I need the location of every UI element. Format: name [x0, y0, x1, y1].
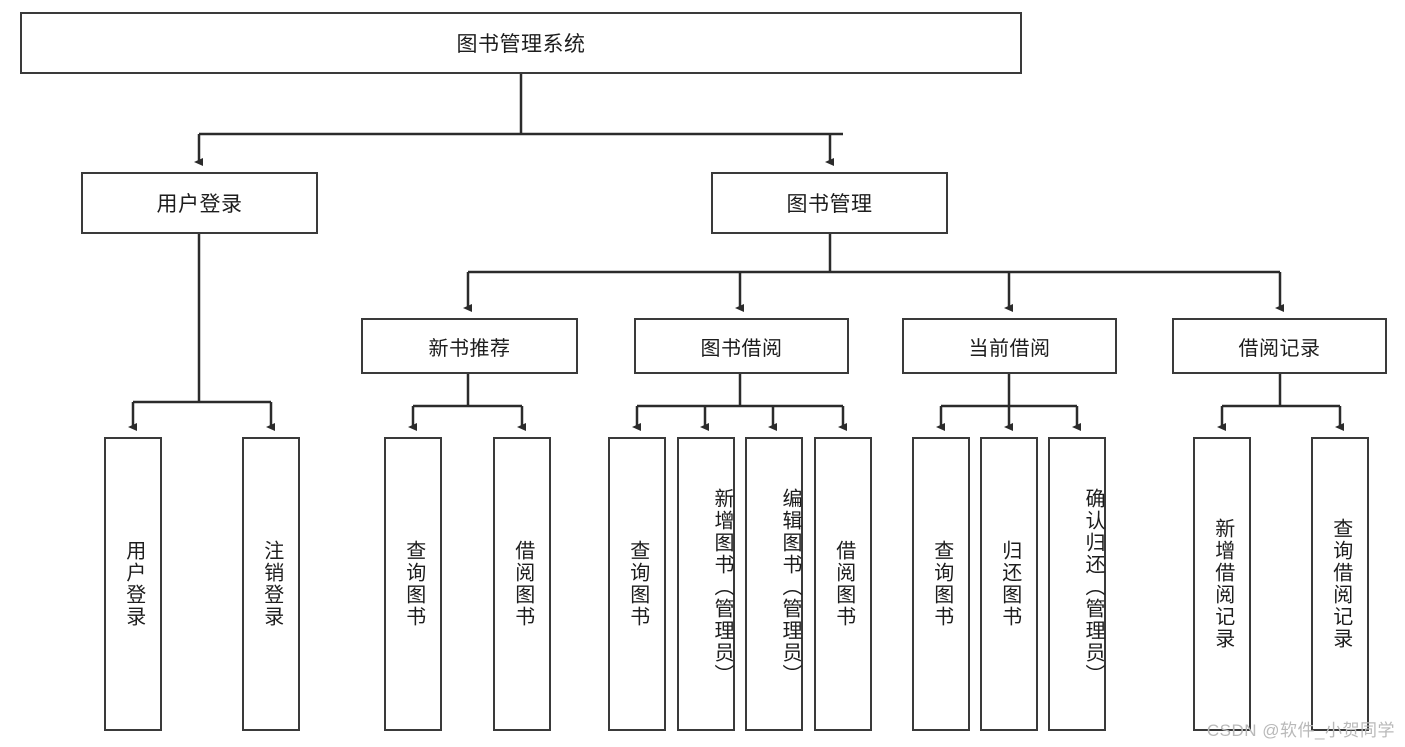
- node-borrow-record-label: 借阅记录: [1238, 337, 1321, 360]
- leaf-add-book-label: 新增图书（管理员）: [711, 488, 733, 686]
- leaf-confirm-return-label: 确认归还（管理员）: [1082, 488, 1104, 686]
- leaf-borrow-book-2[interactable]: 借阅图书: [814, 437, 872, 731]
- leaf-query-book-3[interactable]: 查询图书: [912, 437, 970, 731]
- leaf-logout-login-label: 注销登录: [260, 540, 283, 628]
- node-current-borrow-label: 当前借阅: [968, 337, 1051, 360]
- watermark-text: CSDN @软件_小贺同学: [1206, 721, 1395, 740]
- leaf-add-book[interactable]: 新增图书（管理员）: [677, 437, 735, 731]
- node-new-book-recommend[interactable]: 新书推荐: [361, 318, 578, 374]
- leaf-edit-book[interactable]: 编辑图书（管理员）: [745, 437, 803, 731]
- leaf-edit-book-label: 编辑图书（管理员）: [779, 488, 801, 686]
- leaf-return-book-label: 归还图书: [998, 540, 1021, 628]
- leaf-add-record-label: 新增借阅记录: [1211, 518, 1234, 650]
- leaf-query-book-2[interactable]: 查询图书: [608, 437, 666, 731]
- node-current-borrow[interactable]: 当前借阅: [902, 318, 1117, 374]
- node-book-manage-label: 图书管理: [786, 193, 873, 216]
- node-book-manage[interactable]: 图书管理: [711, 172, 948, 234]
- leaf-add-record[interactable]: 新增借阅记录: [1193, 437, 1251, 731]
- leaf-logout-login[interactable]: 注销登录: [242, 437, 300, 731]
- leaf-return-book[interactable]: 归还图书: [980, 437, 1038, 731]
- leaf-query-book-1[interactable]: 查询图书: [384, 437, 442, 731]
- node-borrow-record[interactable]: 借阅记录: [1172, 318, 1387, 374]
- node-user-login[interactable]: 用户登录: [81, 172, 318, 234]
- leaf-query-record-label: 查询借阅记录: [1329, 518, 1352, 650]
- node-root[interactable]: 图书管理系统: [20, 12, 1022, 74]
- leaf-query-book-1-label: 查询图书: [402, 540, 425, 628]
- leaf-borrow-book-1-label: 借阅图书: [511, 540, 534, 628]
- leaf-query-book-3-label: 查询图书: [930, 540, 953, 628]
- node-root-label: 图书管理系统: [456, 33, 586, 56]
- node-user-login-label: 用户登录: [156, 193, 243, 216]
- node-book-borrow-label: 图书借阅: [700, 337, 783, 360]
- leaf-borrow-book-2-label: 借阅图书: [832, 540, 855, 628]
- leaf-confirm-return[interactable]: 确认归还（管理员）: [1048, 437, 1106, 731]
- leaf-query-book-2-label: 查询图书: [626, 540, 649, 628]
- leaf-query-record[interactable]: 查询借阅记录: [1311, 437, 1369, 731]
- leaf-user-login[interactable]: 用户登录: [104, 437, 162, 731]
- leaf-user-login-label: 用户登录: [122, 540, 145, 628]
- node-new-book-recommend-label: 新书推荐: [428, 337, 511, 360]
- leaf-borrow-book-1[interactable]: 借阅图书: [493, 437, 551, 731]
- node-book-borrow[interactable]: 图书借阅: [634, 318, 849, 374]
